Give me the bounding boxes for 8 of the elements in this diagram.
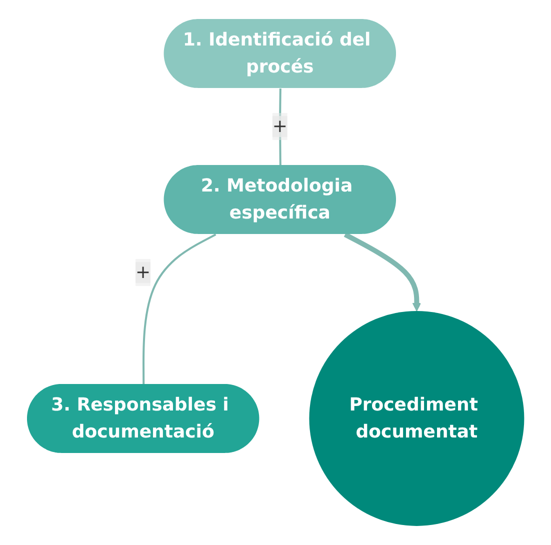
node-circle: Procediment documentat <box>309 311 524 526</box>
arrow <box>344 232 421 312</box>
node-box: 1. Identificació del procés <box>164 19 396 88</box>
edge-label: + <box>272 116 288 137</box>
node-box: 3. Responsables i documentació <box>26 384 260 453</box>
connector <box>142 234 216 384</box>
node-box: 2. Metodologia específica <box>164 165 396 234</box>
edge-label: + <box>135 262 151 283</box>
